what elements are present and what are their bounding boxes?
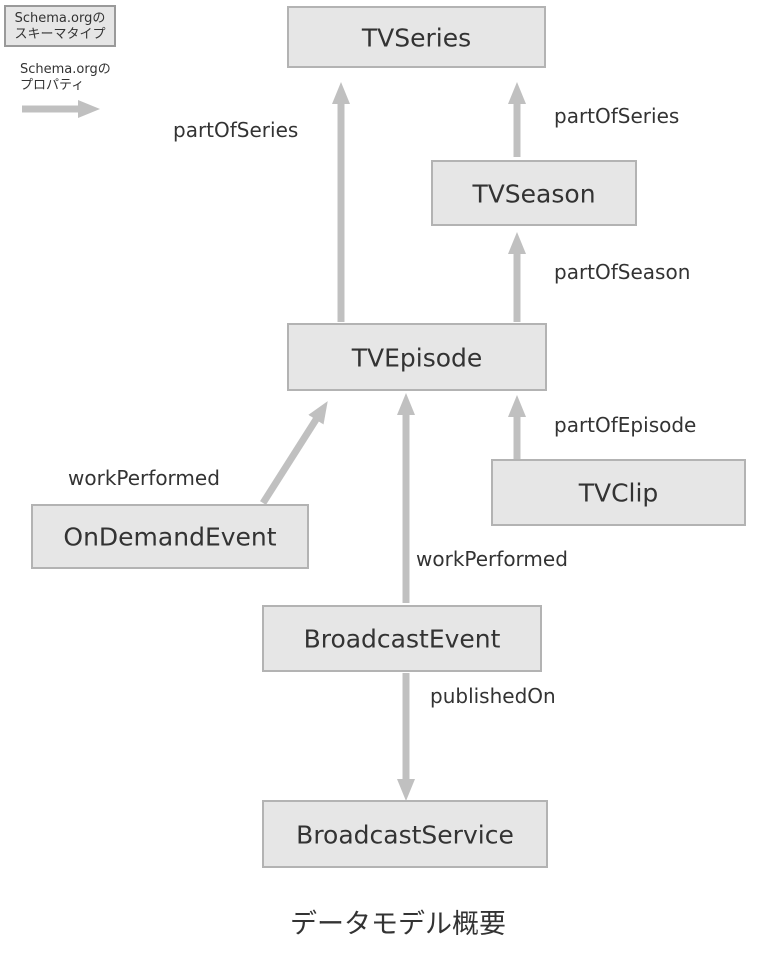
edge-clip-episode: partOfEpisode — [508, 395, 696, 459]
edge-label: workPerformed — [68, 466, 220, 490]
edge-label: partOfSeries — [173, 118, 298, 142]
legend-property-line-1: Schema.orgの — [20, 62, 111, 77]
node-tvseason: TVSeason — [431, 160, 637, 226]
edge-episode-season: partOfSeason — [508, 232, 690, 322]
edge-episode-series: partOfSeries — [173, 82, 350, 322]
edge-arrow — [260, 401, 328, 505]
node-label: TVSeries — [361, 24, 471, 53]
edge-broadcast-service: publishedOn — [397, 673, 556, 801]
node-tvseries: TVSeries — [287, 6, 546, 68]
edge-label: partOfSeason — [554, 260, 690, 284]
legend-schema-property: Schema.orgの プロパティ — [20, 62, 111, 118]
node-label: TVSeason — [471, 180, 595, 209]
node-label: BroadcastEvent — [304, 625, 501, 654]
node-tvepisode: TVEpisode — [287, 323, 547, 391]
node-tvclip: TVClip — [491, 459, 746, 526]
node-label: TVClip — [578, 479, 659, 508]
node-label: BroadcastService — [296, 821, 514, 850]
diagram-caption: データモデル概要 — [290, 909, 506, 940]
edge-label: partOfEpisode — [554, 413, 696, 437]
node-label: OnDemandEvent — [63, 523, 276, 552]
edge-season-series: partOfSeries — [508, 82, 679, 157]
node-broadcastservice: BroadcastService — [262, 800, 548, 868]
node-label: TVEpisode — [351, 344, 483, 373]
legend-property-line-2: プロパティ — [20, 78, 84, 93]
legend-type-line-1: Schema.orgの — [15, 11, 106, 26]
node-ondemandevent: OnDemandEvent — [31, 504, 309, 569]
edge-broadcast-episode: workPerformed — [397, 393, 568, 603]
edge-label: publishedOn — [430, 684, 556, 708]
edge-label: workPerformed — [416, 547, 568, 571]
legend-schema-type: Schema.orgの スキーマタイプ — [4, 5, 116, 47]
node-broadcastevent: BroadcastEvent — [262, 605, 542, 672]
legend-type-line-2: スキーマタイプ — [14, 27, 105, 42]
edge-ondemand-episode: workPerformed — [68, 401, 328, 505]
edge-label: partOfSeries — [554, 104, 679, 128]
